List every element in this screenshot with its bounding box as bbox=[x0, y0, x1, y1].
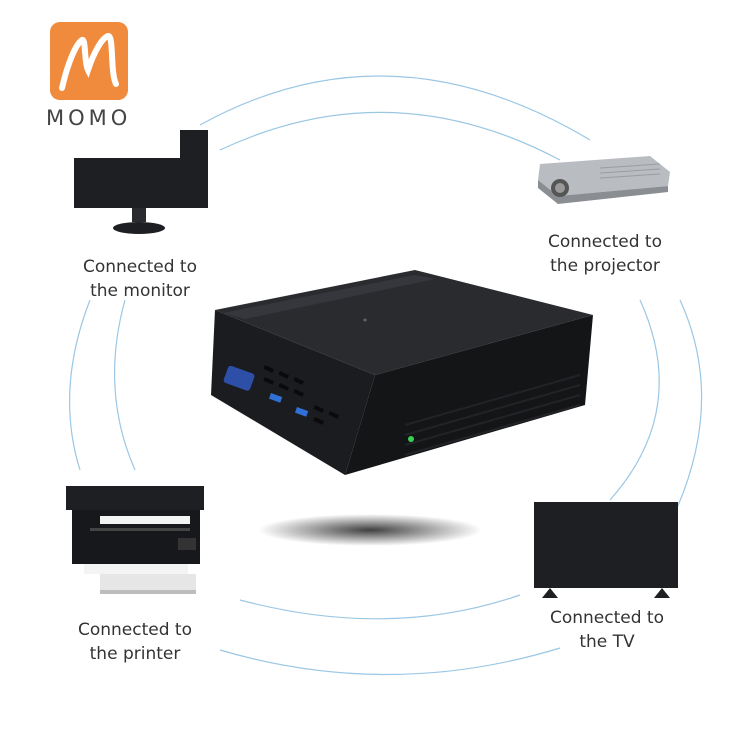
tv-icon bbox=[534, 502, 678, 598]
caption-printer: Connected to the printer bbox=[77, 620, 192, 664]
caption-tv: Connected to the TV bbox=[549, 608, 664, 652]
caption-monitor: Connected to the monitor bbox=[82, 257, 197, 301]
caption-projector: Connected to the projector bbox=[547, 232, 662, 276]
projector-icon bbox=[538, 156, 670, 204]
mini-pc-icon bbox=[211, 270, 593, 475]
brand-name: MOMO bbox=[46, 106, 132, 130]
monitor-icon bbox=[74, 130, 208, 234]
momo-logo-icon bbox=[50, 22, 128, 100]
device-shadow bbox=[258, 514, 482, 546]
printer-icon bbox=[66, 486, 204, 594]
